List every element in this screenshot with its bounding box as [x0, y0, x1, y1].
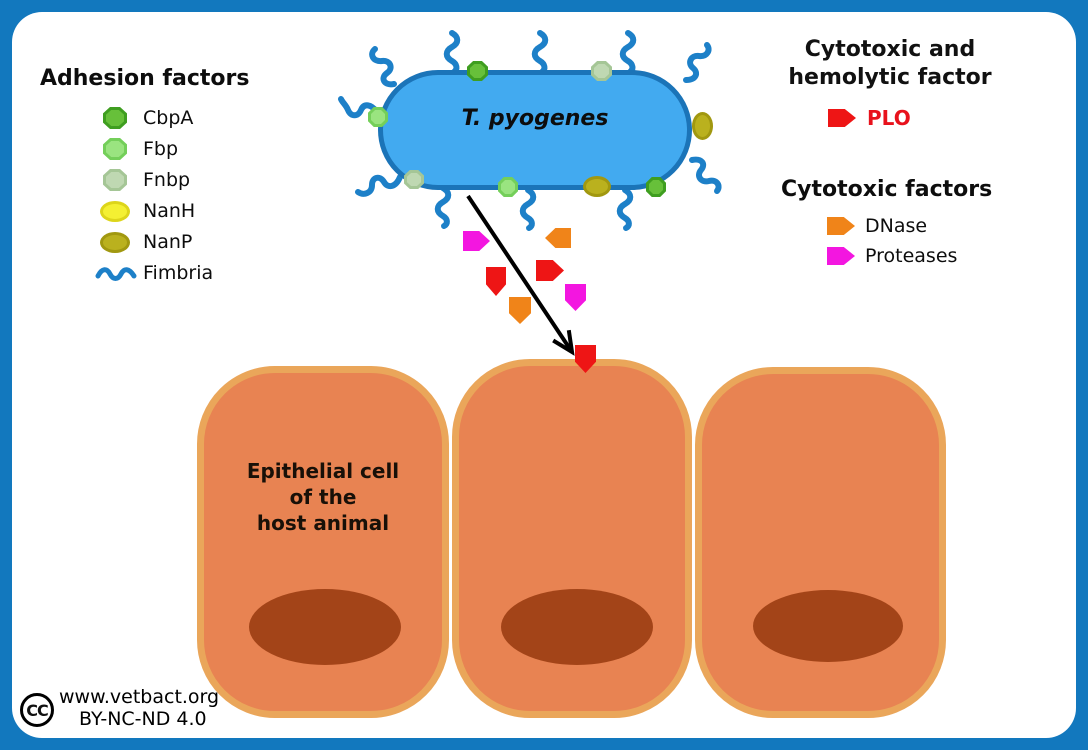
nanp-marker [692, 112, 713, 140]
cbpa-octagon-icon [103, 107, 127, 129]
cbpa-marker [646, 177, 666, 197]
fimbria [531, 30, 549, 75]
fimbria-wave-icon [95, 267, 137, 281]
legend-label-fbp: Fbp [143, 138, 179, 160]
legend-label-nanp: NanP [143, 231, 193, 253]
fimbria [443, 30, 461, 75]
cbpa-marker [467, 61, 488, 81]
cytotoxic-legend-title: Cytotoxic factors [781, 177, 993, 202]
secretion-arrow-head [552, 329, 575, 356]
legend-label-plo: PLO [867, 106, 911, 130]
epithelial-cell-label-line3: host animal [256, 511, 390, 535]
fnbp-marker [591, 61, 612, 81]
cc-license-icon: CC [20, 693, 54, 727]
hemolytic-title-line2: hemolytic factor [788, 65, 992, 90]
secretion-arrow-shaft [466, 194, 572, 351]
proteases-arrow-icon [827, 247, 855, 265]
fimbria [683, 42, 712, 83]
dnase-particle [509, 297, 531, 324]
epithelial-cell-label-line1: Epithelial cell [246, 459, 400, 483]
legend-label-proteases: Proteases [865, 245, 958, 267]
fnbp-octagon-icon [103, 169, 127, 191]
cell-nucleus-2 [501, 589, 653, 665]
bacterium-name: T. pyogenes [461, 106, 609, 131]
nanp-ellipse-icon [100, 232, 130, 253]
plo-arrow-icon [828, 109, 856, 127]
fbp-marker [498, 177, 518, 197]
dnase-particle [545, 228, 571, 248]
legend-label-fimbria: Fimbria [143, 262, 214, 284]
fbp-octagon-icon [103, 138, 127, 160]
plo-particle-at-membrane [575, 345, 596, 373]
fimbria [369, 46, 397, 88]
fimbria [619, 30, 637, 75]
fimbria [689, 156, 722, 194]
cell-nucleus-1 [249, 589, 401, 665]
website-url: www.vetbact.org [59, 686, 220, 708]
dnase-arrow-icon [827, 217, 855, 235]
cc-symbol: CC [26, 700, 49, 720]
protease-particle [565, 284, 586, 311]
fimbria [519, 187, 537, 231]
fimbria [338, 96, 380, 119]
plo-particle [536, 260, 564, 281]
hemolytic-legend-title: Cytotoxic and hemolytic factor [770, 36, 1010, 92]
plo-particle [486, 267, 506, 296]
legend-label-fnbp: Fnbp [143, 169, 191, 191]
bacterium-body [378, 70, 692, 190]
fimbria [355, 174, 403, 197]
protease-particle [463, 231, 490, 251]
cell-nucleus-3 [753, 590, 903, 662]
fimbria [434, 185, 452, 229]
fimbriae-group [338, 30, 722, 231]
nanp-marker [583, 176, 611, 197]
hemolytic-title-line1: Cytotoxic and [804, 37, 976, 62]
epithelial-cell-label-line2: of the [289, 485, 357, 509]
legend-label-cbpa: CbpA [143, 107, 194, 129]
legend-label-nanh: NanH [143, 200, 196, 222]
adhesion-legend-title: Adhesion factors [40, 66, 250, 91]
legend-label-dnase: DNase [865, 215, 928, 237]
fimbria [616, 187, 634, 231]
license-text: BY-NC-ND 4.0 [79, 708, 207, 730]
epithelial-cell-label: Epithelial cell of the host animal [197, 458, 449, 536]
nanh-ellipse-icon [100, 201, 130, 222]
fnbp-marker [404, 170, 424, 189]
fbp-marker [368, 107, 388, 127]
secretion-arrow [466, 194, 575, 356]
